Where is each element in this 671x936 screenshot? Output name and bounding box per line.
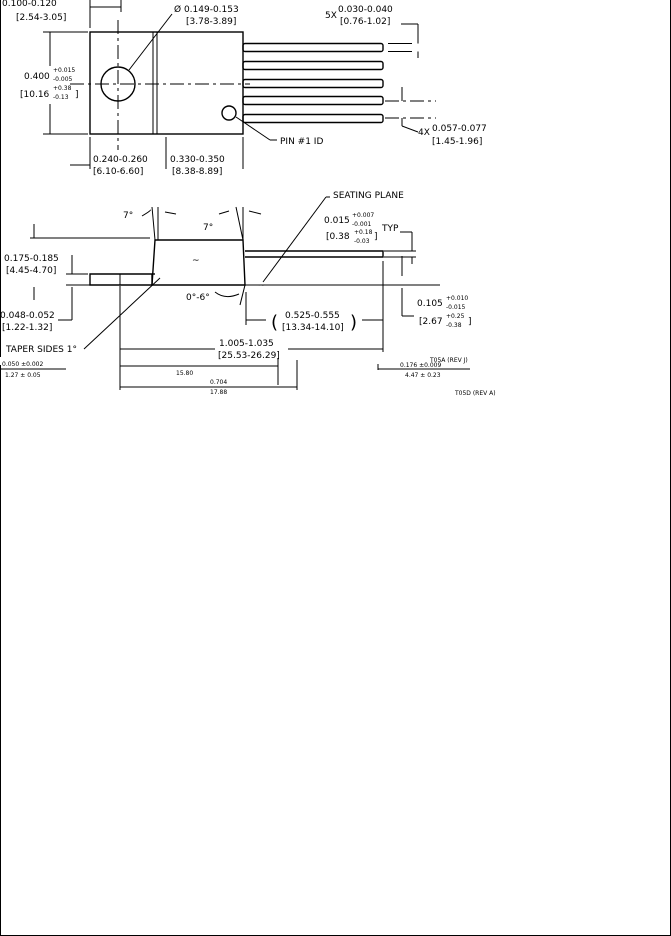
lead-3 <box>242 78 384 89</box>
dim-b: 0.330-0.350 <box>170 155 225 165</box>
body-height: 0.175-0.185 <box>4 254 59 264</box>
pin1-indicator <box>221 105 237 121</box>
old-right-dim: 0.176 ±0.009 <box>400 362 441 369</box>
height-tol-plus: +0.015 <box>53 67 75 74</box>
angle-left: 7° <box>123 211 133 221</box>
angle-arc <box>248 210 262 215</box>
tab-thickness-mm: [1.22-1.32] <box>2 323 52 333</box>
tab-profile <box>89 273 153 286</box>
height-dim-mm: [10.16 <box>20 90 50 100</box>
top-view: 5X 0.030-0.040 [0.76-1.02] 4X 0.057-0.07… <box>2 0 487 177</box>
mask <box>428 356 472 364</box>
lead-thickness-plus: +0.007 <box>352 212 374 219</box>
body-height-mm: [4.45-4.70] <box>6 266 56 276</box>
lead-width-dim: 0.030-0.040 <box>338 5 393 15</box>
angle-arc <box>141 209 151 217</box>
leader-line <box>262 196 327 283</box>
lead-length-open: ( <box>271 312 278 333</box>
lead-profile <box>245 250 384 258</box>
lead-width-dim-mm: [0.76-1.02] <box>340 17 390 27</box>
angle-arc <box>164 211 177 215</box>
overall-length-mm: [25.53-26.29] <box>218 351 280 361</box>
height-dim: 0.400 <box>24 72 50 82</box>
tab-width-dim: 0.100-0.120 <box>2 0 57 9</box>
angle-right: 7° <box>203 223 213 233</box>
lead-offset-mm-close: ] <box>468 317 472 327</box>
seating-plane-label: SEATING PLANE <box>333 191 404 201</box>
old-tab-dim: 0.050 ±0.002 <box>2 361 43 368</box>
typ-label: TYP <box>381 224 399 234</box>
dim-a: 0.240-0.260 <box>93 155 148 165</box>
break-mark-1: ~ <box>192 256 200 266</box>
ref-t05a: T05A (REV J) <box>429 357 468 364</box>
leader-line <box>401 125 419 133</box>
angle-line <box>235 206 244 241</box>
pitch-dim-mm: [1.45-1.96] <box>432 137 482 147</box>
pin1-id-label: PIN #1 ID <box>280 137 323 147</box>
height-mm-close: ] <box>75 90 79 100</box>
foot-angle-line <box>239 284 246 306</box>
lead-2 <box>242 60 384 71</box>
tab-width-dim-mm: [2.54-3.05] <box>16 13 66 23</box>
foot-angle-arc <box>214 291 240 298</box>
lead-thickness-minus: -0.001 <box>352 221 372 228</box>
break-mark-2: ~ <box>258 281 266 291</box>
lead-length-close: ) <box>350 312 357 333</box>
height-tol-minus: -0.005 <box>53 76 73 83</box>
lead-offset-minus: -0.015 <box>446 304 466 311</box>
dim-a-mm: [6.10-6.60] <box>93 167 143 177</box>
hole-dia-dim-mm: [3.78-3.89] <box>186 17 236 27</box>
dim-b-mm: [8.38-8.89] <box>172 167 222 177</box>
side-view: ~ ~ SEATING PLANE 7° 7° 0.015 +0.007 -0.… <box>0 191 496 397</box>
old-dim-17-88: 17.88 <box>210 389 227 396</box>
lead-offset-mm-minus: -0.38 <box>446 322 462 329</box>
leader-line <box>83 277 161 350</box>
lead-thickness: 0.015 <box>324 216 350 226</box>
pitch-count: 4X <box>418 128 430 138</box>
old-dim-0704: 0.704 <box>210 379 227 386</box>
leader-line <box>128 13 173 71</box>
lead-1 <box>242 42 384 53</box>
height-mm-minus: -0.13 <box>53 94 69 101</box>
lead-thickness-mm-minus: -0.03 <box>354 238 370 245</box>
old-right-dim-mm: 4.47 ± 0.23 <box>405 372 441 379</box>
leader-line <box>235 116 271 141</box>
lead-thickness-mm-close: ] <box>374 232 378 242</box>
pitch-dim: 0.057-0.077 <box>432 124 487 134</box>
mask <box>0 357 68 365</box>
package-body-outline <box>89 31 244 135</box>
taper-sides: TAPER SIDES 1° <box>5 345 77 355</box>
foot-angle: 0°-6° <box>186 293 210 303</box>
angle-arc <box>218 210 230 215</box>
lead-thickness-mm-plus: +0.18 <box>354 229 373 236</box>
old-dim-15-80: 15.80 <box>176 370 193 377</box>
lead-5 <box>242 113 384 124</box>
lead-length-mm: [13.34-14.10] <box>282 323 344 333</box>
lead-offset-mm-plus: +0.25 <box>446 313 465 320</box>
old-tab-dim-mm: 1.27 ± 0.05 <box>5 372 41 379</box>
hole-dia-dim: Ø 0.149-0.153 <box>174 4 239 15</box>
lead-offset: 0.105 <box>417 299 443 309</box>
angle-line <box>151 206 156 241</box>
lead-thickness-mm: [0.38 <box>326 232 350 242</box>
tab-thickness: 0.048-0.052 <box>0 311 55 321</box>
lead-4 <box>242 95 384 106</box>
lead-offset-plus: +0.010 <box>446 295 468 302</box>
lead-length: 0.525-0.555 <box>285 311 340 321</box>
lead-offset-mm: [2.67 <box>419 317 443 327</box>
lead-width-count: 5X <box>325 11 337 21</box>
overall-length: 1.005-1.035 <box>219 339 274 349</box>
ref-t05d: T05D (REV A) <box>454 390 496 397</box>
height-mm-plus: +0.38 <box>53 85 72 92</box>
